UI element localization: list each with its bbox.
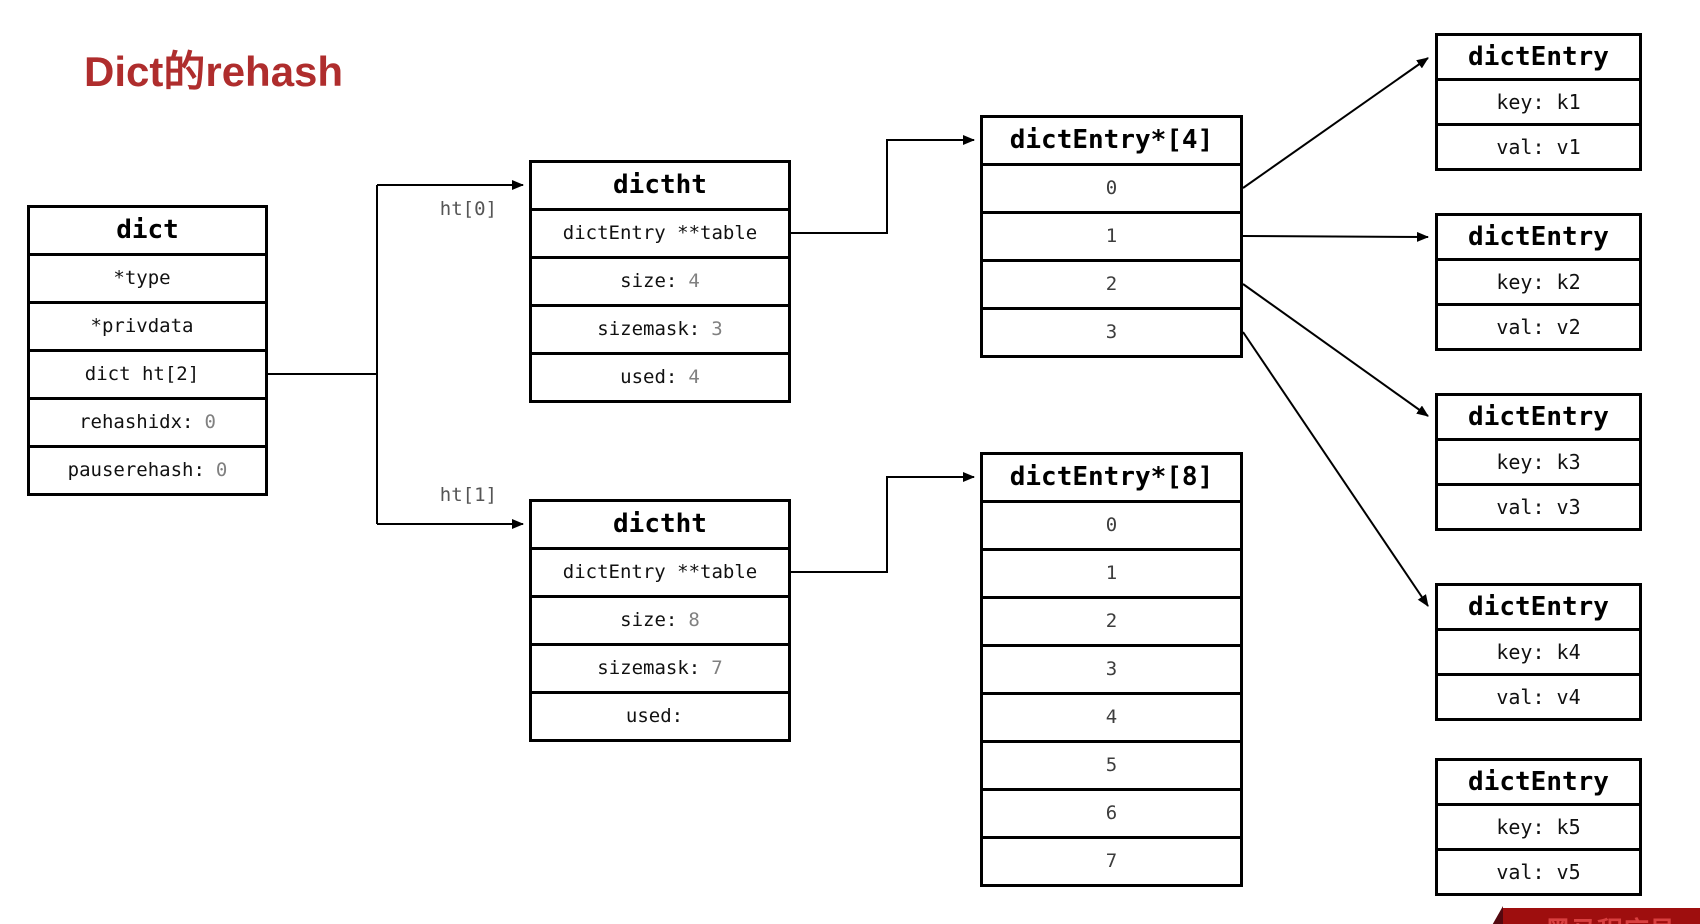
entry-box-k2: dictEntry key: k2 val: v2 (1435, 213, 1642, 351)
entry3-header: dictEntry (1468, 402, 1609, 432)
dictentry-array8-box: dictEntry*[8] 0 1 2 3 4 5 6 7 (980, 452, 1243, 887)
entry3-val: val: v3 (1438, 483, 1639, 528)
dict-struct-box: dict *type *privdata dict ht[2] rehashid… (27, 205, 268, 496)
arrow-table1-to-array8 (791, 472, 975, 573)
dictht1-row-sizemask: sizemask:7 (532, 643, 788, 691)
dictht0-row-size: size:4 (532, 256, 788, 304)
entry2-key: key: k2 (1438, 258, 1639, 303)
dictht0-header: dictht (613, 170, 707, 200)
array4-slot-0: 0 (983, 163, 1240, 211)
array8-slot-3: 3 (983, 644, 1240, 692)
entry5-header: dictEntry (1468, 767, 1609, 797)
watermark-ribbon-fold (1478, 906, 1503, 924)
watermark-ribbon: 黑马程序员 (1503, 908, 1700, 924)
array8-header: dictEntry*[8] (1009, 462, 1214, 492)
array8-slot-6: 6 (983, 788, 1240, 836)
arrow-slot1-to-entry2 (1242, 231, 1429, 242)
entry4-key: key: k4 (1438, 628, 1639, 673)
dictht0-box: dictht dictEntry **table size:4 sizemask… (529, 160, 791, 403)
array4-header: dictEntry*[4] (1009, 125, 1214, 155)
array4-slot-2: 2 (983, 259, 1240, 307)
dictht0-row-sizemask: sizemask:3 (532, 304, 788, 352)
dict-row-rehashidx: rehashidx:0 (30, 397, 265, 445)
entry-box-k1: dictEntry key: k1 val: v1 (1435, 33, 1642, 171)
dict-row-pauserehash: pauserehash:0 (30, 445, 265, 493)
arrow-table0-to-array4 (791, 135, 975, 234)
dict-box-header: dict (116, 215, 179, 245)
dictht0-row-used: used:4 (532, 352, 788, 400)
arrow-slot0-to-entry1 (1242, 57, 1429, 189)
arrow-slot3-to-entry4 (1242, 331, 1429, 607)
array8-slot-7: 7 (983, 836, 1240, 884)
entry1-header: dictEntry (1468, 42, 1609, 72)
dictht1-header: dictht (613, 509, 707, 539)
entry-box-k5: dictEntry key: k5 val: v5 (1435, 758, 1642, 896)
dictentry-array4-box: dictEntry*[4] 0 1 2 3 (980, 115, 1243, 358)
entry1-key: key: k1 (1438, 78, 1639, 123)
dictht1-row-table: dictEntry **table (532, 547, 788, 595)
dictht1-row-used: used: (532, 691, 788, 739)
page-title: Dict的rehash (84, 48, 344, 95)
entry4-header: dictEntry (1468, 592, 1609, 622)
array8-slot-2: 2 (983, 596, 1240, 644)
array8-slot-5: 5 (983, 740, 1240, 788)
array4-slot-3: 3 (983, 307, 1240, 355)
dictht1-row-size: size:8 (532, 595, 788, 643)
entry5-key: key: k5 (1438, 803, 1639, 848)
array8-slot-0: 0 (983, 500, 1240, 548)
dictht1-box: dictht dictEntry **table size:8 sizemask… (529, 499, 791, 742)
entry-box-k3: dictEntry key: k3 val: v3 (1435, 393, 1642, 531)
entry3-key: key: k3 (1438, 438, 1639, 483)
arrow-slot2-to-entry3 (1242, 283, 1429, 417)
array8-slot-4: 4 (983, 692, 1240, 740)
entry4-val: val: v4 (1438, 673, 1639, 718)
label-ht0: ht[0] (439, 198, 497, 220)
entry5-val: val: v5 (1438, 848, 1639, 893)
array4-slot-1: 1 (983, 211, 1240, 259)
dict-row-type: *type (30, 253, 265, 301)
dict-row-ht2: dict ht[2] (30, 349, 265, 397)
dict-row-privdata: *privdata (30, 301, 265, 349)
label-ht1: ht[1] (439, 484, 497, 506)
entry2-header: dictEntry (1468, 222, 1609, 252)
entry-box-k4: dictEntry key: k4 val: v4 (1435, 583, 1642, 721)
entry1-val: val: v1 (1438, 123, 1639, 168)
entry2-val: val: v2 (1438, 303, 1639, 348)
array8-slot-1: 1 (983, 548, 1240, 596)
dictht0-row-table: dictEntry **table (532, 208, 788, 256)
